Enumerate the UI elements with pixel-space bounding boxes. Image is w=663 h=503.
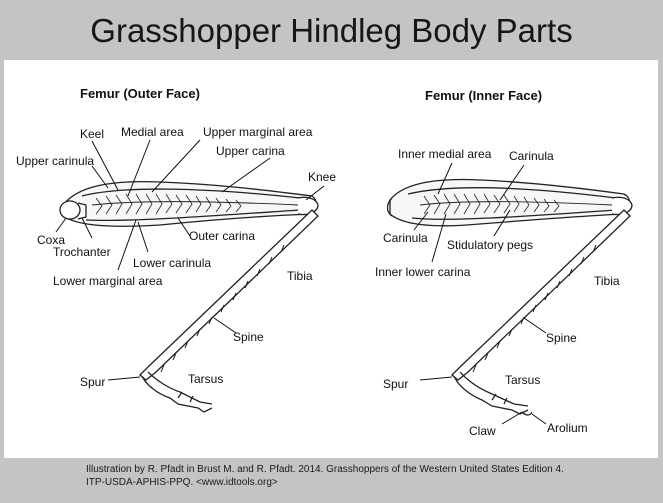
outer-leg-drawing	[59, 181, 319, 413]
label-arolium: Arolium	[547, 421, 588, 435]
credit-line-1: Illustration by R. Pfadt in Brust M. and…	[86, 464, 564, 475]
label-spine-inner: Spine	[546, 331, 577, 345]
label-tarsus-inner: Tarsus	[505, 373, 540, 387]
label-inner-medial-area: Inner medial area	[398, 147, 492, 161]
label-upper-carinula: Upper carinula	[16, 154, 94, 168]
page-title: Grasshopper Hindleg Body Parts	[90, 12, 573, 49]
label-stridulatory-pegs: Stidulatory pegs	[447, 238, 533, 252]
label-upper-carina: Upper carina	[216, 144, 285, 158]
inner-leg-drawing	[386, 178, 633, 416]
label-medial-area: Medial area	[121, 125, 184, 139]
label-carinula-top: Carinula	[509, 149, 554, 163]
label-spur-inner: Spur	[383, 377, 408, 391]
label-outer-carina: Outer carina	[189, 229, 255, 243]
label-keel: Keel	[80, 127, 104, 141]
label-spine-outer: Spine	[233, 330, 264, 344]
leader-lines	[55, 139, 547, 425]
label-spur-outer: Spur	[80, 375, 105, 389]
credit-line-2: ITP-USDA-APHIS-PPQ. <www.idtools.org>	[86, 477, 278, 488]
label-coxa: Coxa	[37, 233, 65, 247]
label-tibia-inner: Tibia	[594, 274, 620, 288]
label-knee: Knee	[308, 170, 336, 184]
label-tibia-outer: Tibia	[287, 269, 313, 283]
label-upper-marginal-area: Upper marginal area	[203, 125, 313, 139]
outer-herringbone-pattern	[95, 193, 242, 215]
label-tarsus-outer: Tarsus	[188, 372, 223, 386]
label-carinula-left: Carinula	[383, 231, 428, 245]
label-inner-lower-carina: Inner lower carina	[375, 265, 471, 279]
inner-tibia-spines	[472, 244, 597, 373]
label-trochanter: Trochanter	[53, 245, 111, 259]
inner-face-heading: Femur (Inner Face)	[425, 88, 542, 103]
label-lower-carinula: Lower carinula	[133, 256, 211, 270]
label-lower-marginal-area: Lower marginal area	[53, 274, 163, 288]
label-claw: Claw	[469, 424, 496, 438]
outer-face-heading: Femur (Outer Face)	[80, 86, 200, 101]
outer-tibia-spines	[160, 244, 285, 373]
diagram-panel	[4, 60, 658, 458]
inner-herringbone-pattern	[423, 193, 560, 215]
illustration-credit: Illustration by R. Pfadt in Brust M. and…	[86, 463, 646, 489]
